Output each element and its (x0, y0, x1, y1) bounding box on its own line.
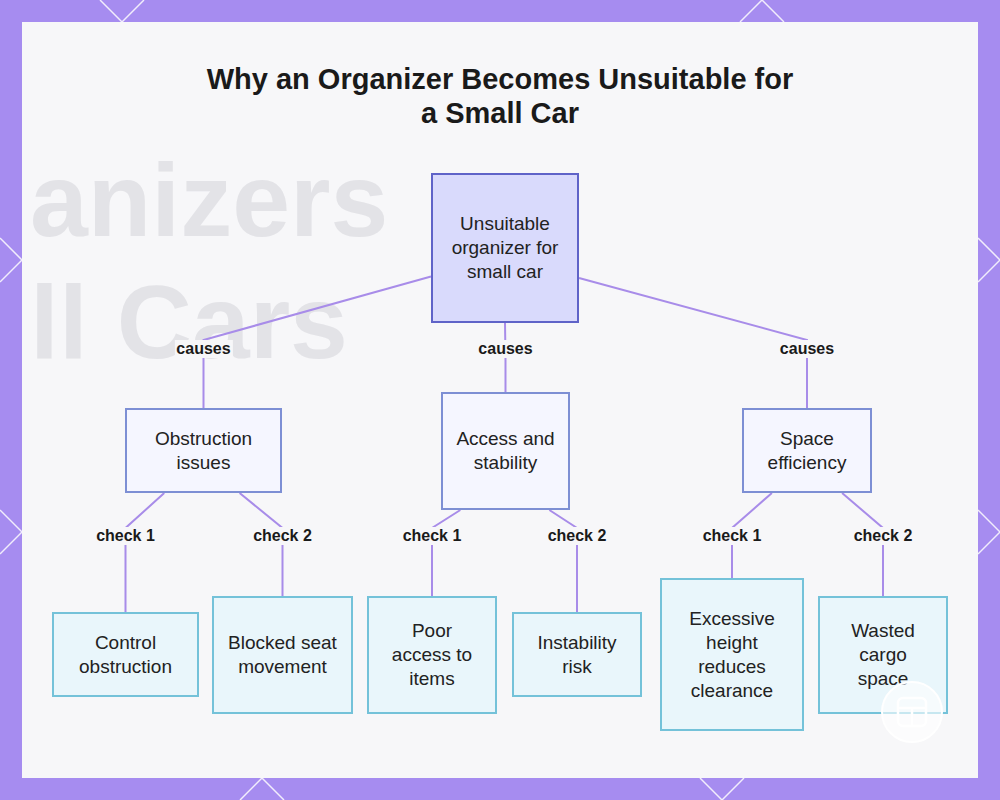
connector-line (579, 278, 807, 408)
edge-label: check 2 (852, 527, 915, 545)
node-text: Blocked seat movement (226, 631, 339, 679)
diagram-title: Why an Organizer Becomes Unsuitable for … (200, 62, 800, 130)
edge-label: check 2 (546, 527, 609, 545)
node-text: Excessive height reduces clearance (674, 607, 790, 703)
frame-line (978, 510, 1000, 532)
check-box: Blocked seat movement (212, 596, 353, 714)
connector-line (204, 277, 432, 409)
node-text: Wasted cargo space (832, 619, 934, 691)
category-box: Space efficiency (742, 408, 872, 493)
node-text: Poor access to items (381, 619, 483, 691)
category-box: Obstruction issues (125, 408, 282, 493)
node-text: Space efficiency (752, 427, 862, 475)
connector-line (549, 510, 577, 612)
connector-line (432, 510, 460, 596)
frame-line (978, 532, 1000, 554)
frame-line (122, 0, 144, 22)
connector-line (126, 493, 165, 612)
check-box: Control obstruction (52, 612, 199, 697)
frame-line (978, 238, 1000, 260)
edge-label: causes (476, 340, 534, 358)
edge-label: check 1 (94, 527, 157, 545)
logo-grid (911, 708, 914, 726)
edge-label: causes (174, 340, 232, 358)
logo-square (898, 698, 926, 726)
check-box: Excessive height reduces clearance (660, 578, 804, 731)
edge-label: check 1 (701, 527, 764, 545)
node-text: Instability risk (522, 631, 632, 679)
node-text: Unsuitable organizer for small car (451, 212, 559, 284)
logo-circle (882, 682, 942, 742)
root-box: Unsuitable organizer for small car (431, 173, 579, 323)
edge-label: causes (778, 340, 836, 358)
frame-line (722, 778, 744, 800)
frame-line (262, 778, 284, 800)
frame-line (0, 510, 22, 532)
frame-line (700, 778, 722, 800)
edge-label: check 2 (251, 527, 314, 545)
frame-line (240, 778, 262, 800)
node-text: Obstruction issues (135, 427, 272, 475)
node-text: Access and stability (455, 427, 556, 475)
frame-line (978, 260, 1000, 282)
watermark-text: ll Cars (30, 270, 348, 374)
frame-line (762, 0, 784, 22)
watermark-text: anizers (30, 148, 388, 252)
category-box: Access and stability (441, 392, 570, 510)
frame-line (0, 238, 22, 260)
frame-line (0, 532, 22, 554)
frame-line (100, 0, 122, 22)
node-text: Control obstruction (62, 631, 189, 679)
frame-line (740, 0, 762, 22)
frame-line (0, 260, 22, 282)
logo-icon (877, 677, 947, 747)
check-box: Instability risk (512, 612, 642, 697)
check-box: Poor access to items (367, 596, 497, 714)
edge-label: check 1 (401, 527, 464, 545)
